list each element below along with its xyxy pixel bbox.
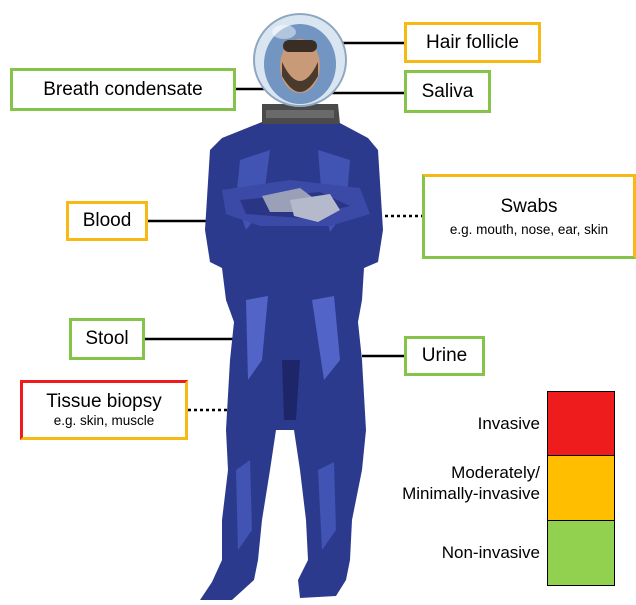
tissue-biopsy-label: Tissue biopsy e.g. skin, muscle <box>20 380 188 440</box>
stool-label: Stool <box>69 318 145 360</box>
urine-label: Urine <box>404 336 485 376</box>
hair-follicle-label: Hair follicle <box>404 22 541 63</box>
legend-label-non-invasive: Non-invasive <box>442 542 540 563</box>
legend-label-moderate-line1: Moderately/ <box>402 462 540 483</box>
legend-label-moderate: Moderately/ Minimally-invasive <box>402 462 540 505</box>
swabs-label: Swabs e.g. mouth, nose, ear, skin <box>422 174 636 259</box>
legend-label-invasive: Invasive <box>478 413 540 434</box>
tissue-biopsy-subtitle: e.g. skin, muscle <box>54 413 155 429</box>
legend-swatch-non-invasive <box>547 520 615 586</box>
legend-swatch-moderate <box>547 455 615 521</box>
space-suit <box>200 104 383 600</box>
breath-condensate-label: Breath condensate <box>10 68 236 111</box>
blood-label: Blood <box>66 201 148 241</box>
tissue-biopsy-title: Tissue biopsy <box>46 391 161 413</box>
legend-swatch-invasive <box>547 391 615 456</box>
legend-label-moderate-line2: Minimally-invasive <box>402 483 540 504</box>
swabs-title: Swabs <box>500 196 557 218</box>
helmet <box>254 14 346 106</box>
swabs-subtitle: e.g. mouth, nose, ear, skin <box>444 222 614 238</box>
saliva-label: Saliva <box>404 70 491 113</box>
